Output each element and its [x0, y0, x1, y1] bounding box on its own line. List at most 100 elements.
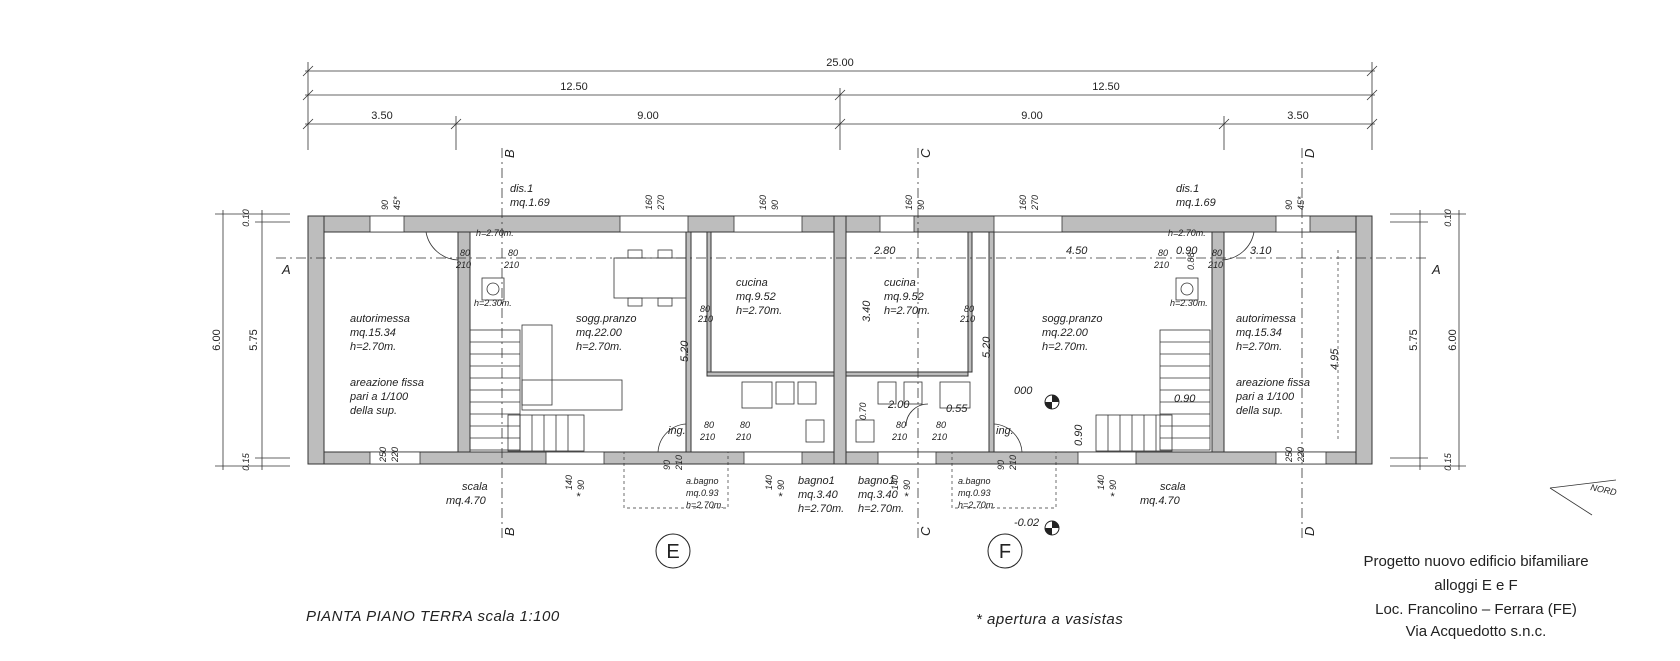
living-left-height: h=2.70m. [576, 341, 622, 353]
living-right-height: h=2.70m. [1042, 341, 1088, 353]
inner-dimensions: 2.80 4.50 3.10 3.40 5.20 5.20 4.95 2.00 … [679, 245, 1341, 446]
star-mark-c: * [904, 491, 909, 503]
door-80-b: 80 [508, 248, 518, 258]
door-210-c: 210 [697, 314, 713, 324]
kitchen-left-area: mq.9.52 [736, 291, 776, 303]
win-code-270: 270 [656, 195, 666, 211]
door-80-e: 80 [740, 420, 750, 430]
project-block: Progetto nuovo edificio bifamiliare allo… [1363, 553, 1588, 640]
vent-right-1: areazione fissa [1236, 377, 1310, 389]
bottom-code-210-e: 210 [1008, 455, 1018, 471]
door-80-d: 80 [704, 420, 714, 430]
door-80-h: 80 [936, 420, 946, 430]
door-210-h: 210 [931, 432, 947, 442]
garage-right-name: autorimessa [1236, 313, 1296, 325]
level-minus: -0.02 [1014, 517, 1039, 529]
dis-right-area: mq.1.69 [1176, 197, 1216, 209]
height-230-left: h=2.30m. [474, 298, 512, 308]
win-code-160c: 160 [904, 195, 914, 210]
bottom-code-90-e: 90 [996, 460, 1006, 470]
stair-left-area: mq.4.70 [446, 495, 487, 507]
garage-left-area: mq.15.34 [350, 327, 396, 339]
section-mark-a-right: A [1431, 262, 1441, 277]
door-210-b: 210 [503, 260, 519, 270]
win-code-90: 90 [380, 200, 390, 210]
height-230-right: h=2.30m. [1170, 298, 1208, 308]
level-zero: 000 [1014, 385, 1033, 397]
dim-200: 2.00 [887, 399, 910, 411]
dim-340: 3.40 [861, 300, 873, 322]
kitchen-left-height: h=2.70m. [736, 305, 782, 317]
unit-marker-f: F [987, 533, 1023, 569]
kitchen-right-height: h=2.70m. [884, 305, 930, 317]
dim-090-c: 0.90 [1073, 424, 1085, 446]
bottom-code-220-a: 220 [390, 447, 400, 463]
vent-right-2: pari a 1/100 [1235, 391, 1295, 403]
section-lines: A A B B C C D D [276, 148, 1441, 540]
section-mark-c-top: C [918, 148, 933, 158]
win-code-90e: 90 [1284, 200, 1294, 210]
project-line-4: Via Acquedotto s.n.c. [1406, 623, 1547, 640]
dim-seg-b: 9.00 [637, 110, 658, 122]
project-line-3: Loc. Francolino – Ferrara (FE) [1375, 601, 1577, 618]
vent-left-1: areazione fissa [350, 377, 424, 389]
star-mark-a: * [576, 491, 581, 503]
bath-left-height: h=2.70m. [798, 503, 844, 515]
height-270-left: h=2.70m. [476, 228, 514, 238]
garage-right-height: h=2.70m. [1236, 341, 1282, 353]
top-windows [369, 215, 1311, 233]
door-210-f: 210 [959, 314, 975, 324]
vent-left-3: della sup. [350, 405, 397, 417]
door-80-i: 80 [1158, 248, 1168, 258]
kitchen-right-area: mq.9.52 [884, 291, 924, 303]
right-dim-bottom: 0.15 [1443, 452, 1453, 471]
door-210-i: 210 [1153, 260, 1169, 270]
right-dim-top: 0.10 [1443, 209, 1453, 227]
door-80-c: 80 [700, 304, 710, 314]
stair-left-name: scala [462, 481, 488, 493]
fixtures [425, 231, 1339, 536]
plan-title: PIANTA PIANO TERRA scala 1:100 [306, 608, 560, 625]
door-80-j: 80 [1212, 248, 1222, 258]
living-right-area: mq.22.00 [1042, 327, 1089, 339]
dis-left-name: dis.1 [510, 183, 533, 195]
dim-495: 4.95 [1329, 348, 1341, 370]
bottom-openings [369, 451, 1327, 465]
section-mark-b-bottom: B [502, 527, 517, 536]
stair-right-area: mq.4.70 [1140, 495, 1181, 507]
bath-right-height: h=2.70m. [858, 503, 904, 515]
dim-half-right: 12.50 [1092, 81, 1120, 93]
door-210-j: 210 [1207, 260, 1223, 270]
dim-520-left: 5.20 [679, 340, 691, 362]
door-80-a: 80 [460, 248, 470, 258]
living-left-name: sogg.pranzo [576, 313, 637, 325]
dim-088: 0.88 [1186, 252, 1196, 270]
abath-right-height: h=2.70m. [958, 500, 996, 510]
bottom-code-90-a: 90 [576, 480, 586, 490]
dim-090-a: 0.90 [1174, 393, 1196, 405]
abath-right-area: mq.0.93 [958, 488, 991, 498]
dim-half-left: 12.50 [560, 81, 588, 93]
dim-070: 0.70 [858, 402, 868, 420]
left-dim-top: 0.10 [241, 209, 251, 227]
project-line-1: Progetto nuovo edificio bifamiliare [1363, 553, 1588, 570]
kitchen-right-name: cucina [884, 277, 916, 289]
north-label: NORD [1590, 482, 1618, 497]
garage-left-height: h=2.70m. [350, 341, 396, 353]
win-code-90c: 90 [916, 200, 926, 210]
bottom-code-90-c: 90 [776, 480, 786, 490]
vasistas-note: * apertura a vasistas [976, 611, 1123, 628]
left-side-dimensions: 6.00 5.75 0.10 0.15 [211, 209, 290, 471]
vent-right-3: della sup. [1236, 405, 1283, 417]
section-mark-d-top: D [1302, 149, 1317, 158]
win-code-45: 45* [392, 196, 402, 210]
abath-left-height: h=2.70m. [686, 500, 724, 510]
top-dimensions: 25.00 12.50 12.50 3.50 9.00 9.00 3.50 [302, 57, 1378, 150]
level-marker-icon [1044, 520, 1060, 536]
star-mark-b: * [778, 491, 783, 503]
win-code-270d: 270 [1030, 195, 1040, 211]
star-mark-d: * [1110, 491, 1115, 503]
left-dim-bottom: 0.15 [241, 452, 251, 471]
garage-right-area: mq.15.34 [1236, 327, 1282, 339]
garage-left-name: autorimessa [350, 313, 410, 325]
